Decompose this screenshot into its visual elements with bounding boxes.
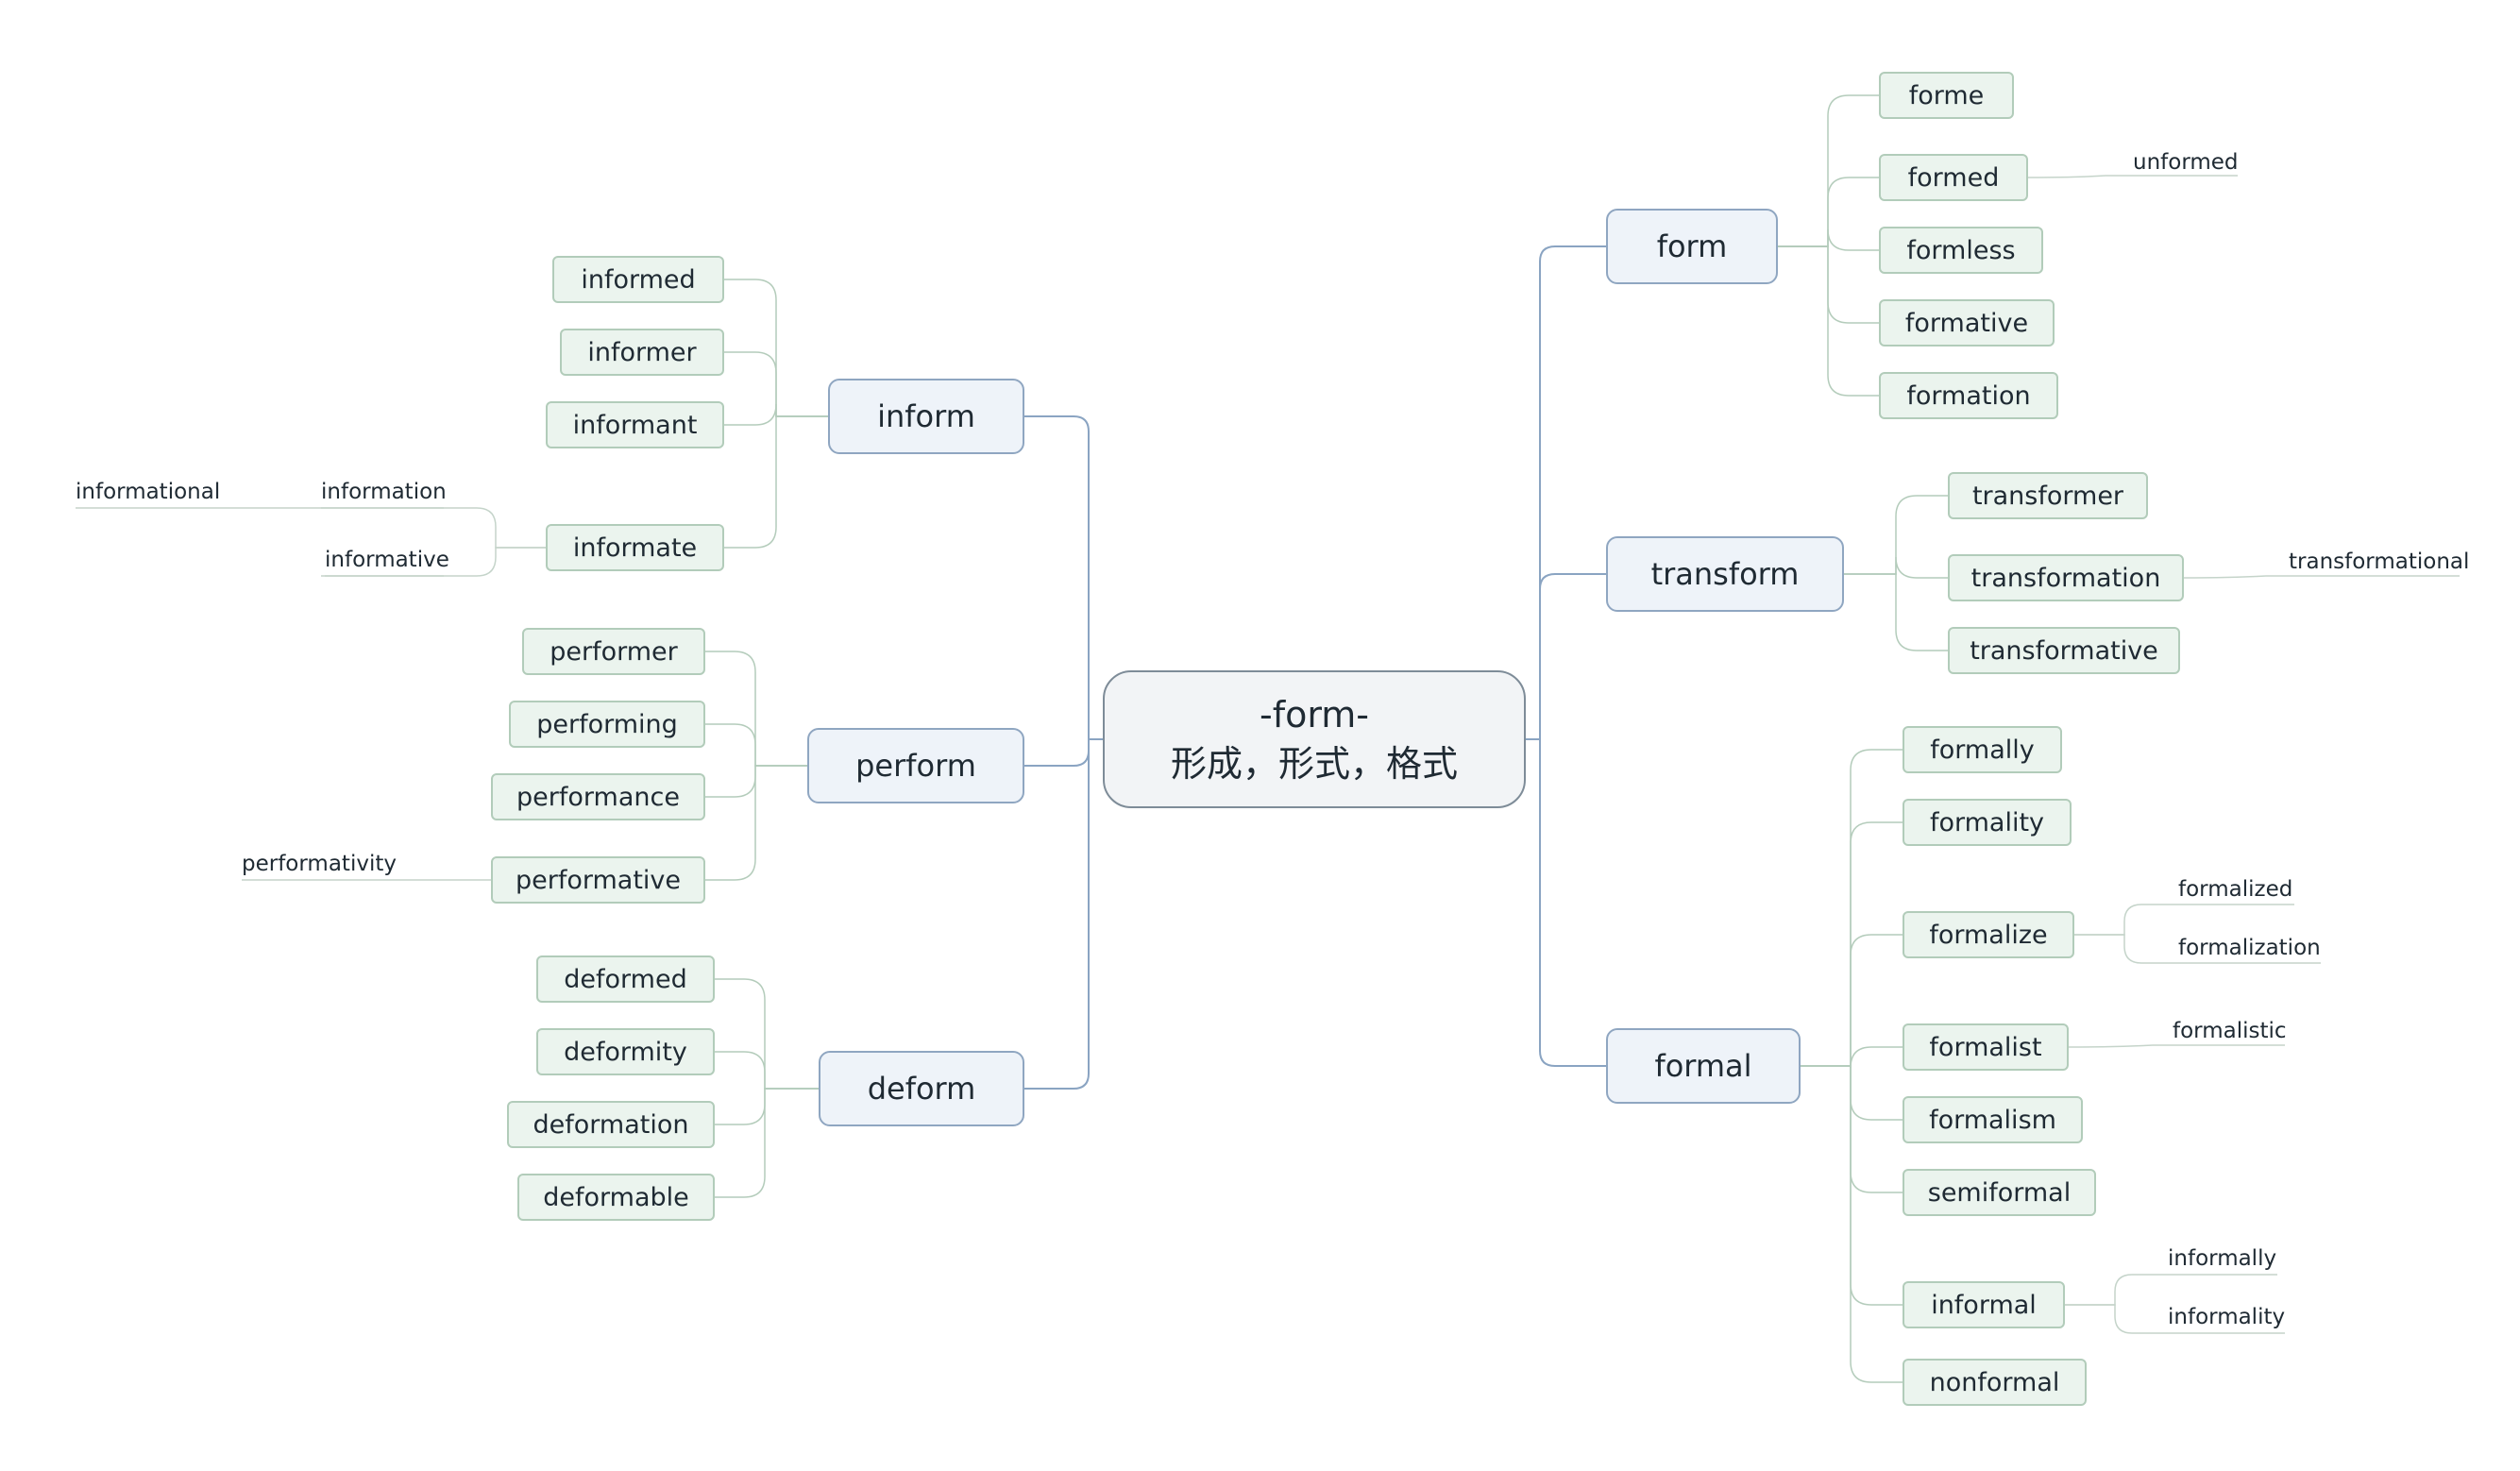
topic-deform[interactable]: deform <box>819 1051 1024 1126</box>
link-formal-5 <box>1801 1065 1903 1193</box>
subtopic-deformation[interactable]: deformation <box>507 1101 715 1148</box>
subtopic-informed[interactable]: informed <box>552 256 724 303</box>
link-formal-2 <box>1801 934 1903 1067</box>
link-root-perform <box>1024 738 1103 767</box>
link-informate-information <box>321 507 546 549</box>
subtopic-formalism[interactable]: formalism <box>1903 1096 2083 1143</box>
central-topic[interactable]: -form- 形成，形式，格式 <box>1103 670 1526 808</box>
link-form-4 <box>1778 245 1879 397</box>
link-form-2 <box>1778 228 1879 251</box>
subtopic-performer[interactable]: performer <box>522 628 705 675</box>
link-perform-2 <box>705 765 807 798</box>
subtopic-informate[interactable]: informate <box>546 524 724 571</box>
topic-perform[interactable]: perform <box>807 728 1024 803</box>
link-inform-1 <box>724 351 828 417</box>
leaf-formalized[interactable]: formalized <box>2178 877 2293 902</box>
link-transform-2 <box>1844 573 1948 651</box>
link-form-1 <box>1778 177 1879 247</box>
subtopic-nonformal[interactable]: nonformal <box>1903 1359 2087 1406</box>
subtopic-informal[interactable]: informal <box>1903 1281 2065 1328</box>
link-formal-0 <box>1801 749 1903 1067</box>
leaf-formalization[interactable]: formalization <box>2178 936 2321 960</box>
topic-transform[interactable]: transform <box>1606 536 1844 612</box>
leaf-transformational[interactable]: transformational <box>2289 550 2470 574</box>
leaf-formalistic[interactable]: formalistic <box>2173 1019 2287 1043</box>
leaf-informational[interactable]: informational <box>76 480 221 504</box>
subtopic-deformed[interactable]: deformed <box>536 955 715 1003</box>
subtopic-formality[interactable]: formality <box>1903 799 2072 846</box>
subtopic-transformation[interactable]: transformation <box>1948 554 2184 601</box>
link-transformation-transformational <box>2183 575 2460 579</box>
link-root-formal <box>1526 738 1606 1067</box>
leaf-performativity[interactable]: performativity <box>242 852 397 876</box>
central-topic-meaning: 形成，形式，格式 <box>1170 743 1458 785</box>
link-root-inform <box>1024 415 1103 740</box>
link-formalist-formalistic <box>2068 1044 2285 1048</box>
leaf-informally[interactable]: informally <box>2168 1246 2277 1271</box>
link-perform-3 <box>705 765 807 881</box>
leaf-informative[interactable]: informative <box>325 548 449 572</box>
link-inform-0 <box>724 279 828 417</box>
subtopic-formative[interactable]: formative <box>1879 299 2055 347</box>
subtopic-deformity[interactable]: deformity <box>536 1028 715 1075</box>
leaf-information[interactable]: information <box>321 480 447 504</box>
link-transform-0 <box>1844 495 1948 575</box>
link-form-0 <box>1778 94 1879 247</box>
subtopic-informant[interactable]: informant <box>546 401 724 448</box>
link-deform-1 <box>715 1051 819 1090</box>
link-deform-3 <box>715 1088 819 1198</box>
link-perform-1 <box>705 723 807 767</box>
link-deform-2 <box>715 1088 819 1125</box>
subtopic-transformative[interactable]: transformative <box>1948 627 2180 674</box>
link-formalize-formalized <box>2074 904 2173 936</box>
subtopic-semiformal[interactable]: semiformal <box>1903 1169 2096 1216</box>
link-formed-unformed <box>2027 175 2238 178</box>
central-topic-title: -form- <box>1259 694 1370 736</box>
link-perform-0 <box>705 651 807 767</box>
subtopic-forme[interactable]: forme <box>1879 72 2014 119</box>
link-formal-3 <box>1801 1046 1903 1069</box>
link-informal-informality <box>2065 1304 2164 1334</box>
link-informal-informally <box>2065 1274 2164 1306</box>
link-inform-3 <box>724 415 828 549</box>
subtopic-formation[interactable]: formation <box>1879 372 2058 419</box>
link-deform-0 <box>715 978 819 1090</box>
link-formal-6 <box>1801 1065 1903 1306</box>
topic-inform[interactable]: inform <box>828 379 1024 454</box>
subtopic-transformer[interactable]: transformer <box>1948 472 2148 519</box>
subtopic-performance[interactable]: performance <box>491 773 705 820</box>
leaf-unformed[interactable]: unformed <box>2133 150 2239 175</box>
subtopic-formed[interactable]: formed <box>1879 154 2028 201</box>
link-root-deform <box>1024 738 1103 1090</box>
topic-form[interactable]: form <box>1606 209 1778 284</box>
subtopic-formless[interactable]: formless <box>1879 227 2043 274</box>
subtopic-deformable[interactable]: deformable <box>517 1174 715 1221</box>
subtopic-performative[interactable]: performative <box>491 856 705 904</box>
subtopic-informer[interactable]: informer <box>560 329 724 376</box>
subtopic-formalize[interactable]: formalize <box>1903 911 2074 958</box>
link-transform-1 <box>1844 556 1948 579</box>
subtopic-formalist[interactable]: formalist <box>1903 1023 2069 1071</box>
link-inform-2 <box>724 403 828 426</box>
link-formalize-formalization <box>2074 934 2173 964</box>
link-formal-4 <box>1801 1065 1903 1121</box>
link-root-transform <box>1526 573 1606 740</box>
link-formal-1 <box>1801 821 1903 1067</box>
link-formal-7 <box>1801 1065 1903 1383</box>
topic-formal[interactable]: formal <box>1606 1028 1801 1104</box>
link-form-3 <box>1778 245 1879 324</box>
leaf-informality[interactable]: informality <box>2168 1305 2286 1329</box>
subtopic-performing[interactable]: performing <box>509 701 705 748</box>
subtopic-formally[interactable]: formally <box>1903 726 2062 773</box>
link-root-form <box>1526 245 1606 740</box>
